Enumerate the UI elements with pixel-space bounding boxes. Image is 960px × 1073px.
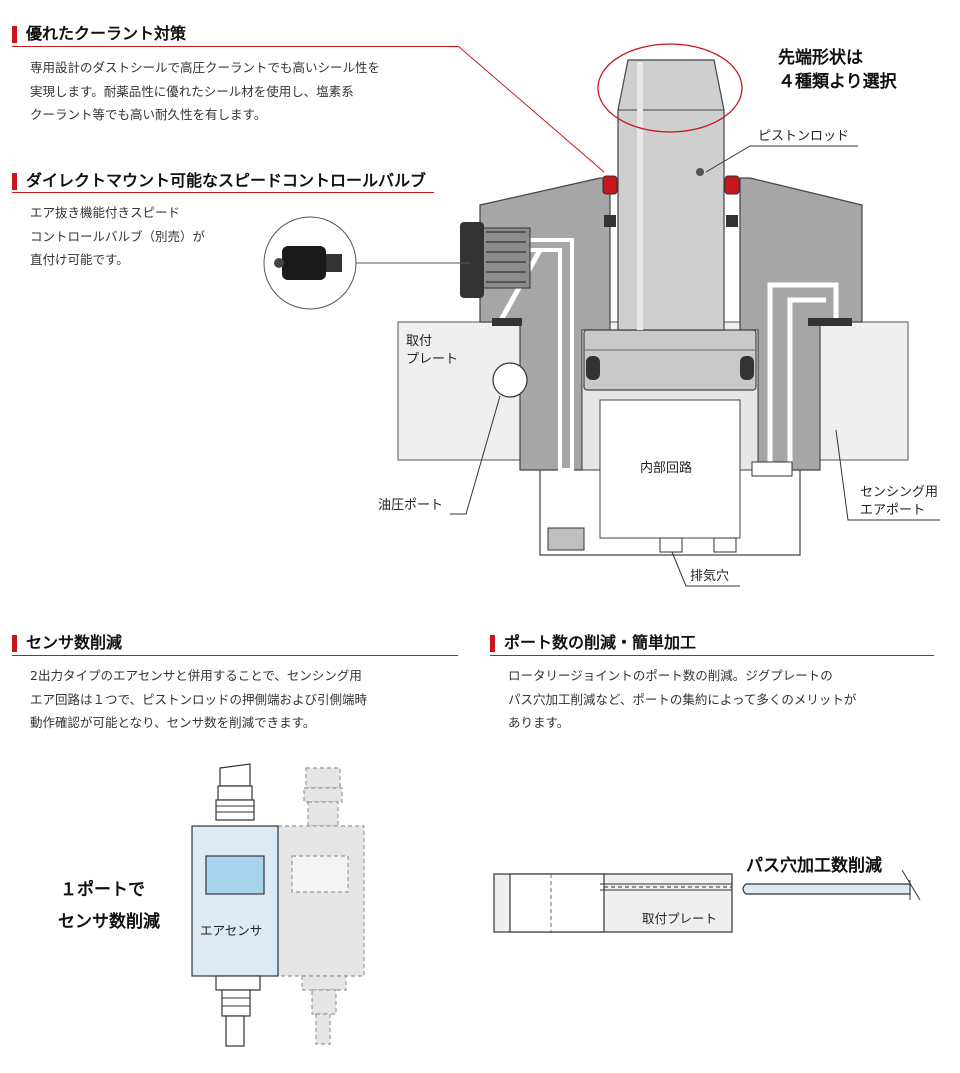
coolant-title-text: 優れたクーラント対策 (26, 24, 187, 43)
ports-line-1: ロータリージョイントのポート数の削減。ジグプレートの (508, 668, 833, 683)
valve-body: エア抜き機能付きスピード コントロールバルブ（別売）が 直付け可能です。 (30, 201, 205, 272)
ports-body: ロータリージョイントのポート数の削減。ジグプレートの パス穴加工削減など、ポート… (508, 664, 856, 735)
tip-shape-label: 先端形状は ４種類より選択 (778, 46, 897, 94)
tip-shape-label-line-1: 先端形状は (778, 48, 863, 68)
valve-line-2: コントロールバルブ（別売）が (30, 228, 206, 244)
title-accent-bar (12, 173, 17, 190)
coolant-body: 専用設計のダストシールで高圧クーラントでも高いシール性を 実現します。耐薬品性に… (30, 56, 380, 127)
ports-title-text: ポート数の削減・簡単加工 (504, 633, 697, 652)
valve-title-text: ダイレクトマウント可能なスピードコントロールバルブ (26, 171, 427, 190)
oil-port-leader (450, 395, 501, 515)
ports-line-2: パス穴加工削減など、ポートの集約によって多くのメリットが (508, 691, 857, 707)
oil-passage (530, 238, 574, 472)
sensor-line-1: 2出力タイプのエアセンサと併用することで、センシング用 (30, 668, 362, 683)
oil-port-ball (492, 362, 528, 398)
coolant-line-1: 専用設計のダストシールで高圧クーラントでも高いシール性を (30, 60, 381, 75)
sensor-caption-line-2: センサ数削減 (58, 912, 160, 932)
piston-seal-left (586, 356, 600, 380)
internal-circuit-label: 内部回路 (640, 461, 693, 476)
tip-shape-label-line-2: ４種類より選択 (778, 72, 897, 92)
sensor-caption-line-1: １ポートで (60, 880, 145, 900)
sensing-port-label-line-2: エアポート (860, 503, 926, 518)
air-sensor-label: エアセンサ (200, 923, 263, 938)
piston-head (583, 329, 757, 391)
speed-valve-body (477, 227, 531, 289)
pass-hole-caption: パス穴加工数削減 (746, 856, 882, 876)
speed-valve-knob (460, 222, 484, 298)
dust-seal-right (724, 175, 740, 195)
dust-seal-left (602, 175, 618, 195)
coolant-line-3: クーラント等でも高い耐久性を有します。 (30, 107, 267, 122)
sensor-line-2: エア回路は１つで、ピストンロッドの押側端および引側端時 (30, 691, 368, 707)
coolant-title-underline (12, 46, 458, 47)
title-accent-bar (12, 26, 17, 43)
mount-plate-label: 取付 プレート (406, 333, 458, 369)
ports-title-underline (490, 655, 934, 656)
sensor-line-3: 動作確認が可能となり、センサ数を削減できます。 (30, 715, 316, 730)
bottom-fitting-left (547, 527, 585, 551)
sensor-caption: １ポートで センサ数削減 (58, 874, 160, 938)
sensor-title-text: センサ数削減 (26, 633, 123, 652)
air-sensor-body (191, 825, 279, 977)
piston-rod-leader (705, 145, 858, 173)
mount-plate-label-line-2: プレート (406, 352, 459, 367)
air-sensor-display (205, 855, 265, 895)
piston-seal-right (740, 356, 754, 380)
exhaust-port (659, 537, 683, 553)
sensing-port-label: センシング用 エアポート (860, 484, 938, 520)
removed-sensor-ghost (277, 767, 365, 1045)
air-sensor-figure (191, 763, 365, 1047)
piston-rod-label: ピストンロッド (758, 129, 850, 144)
valve-line-1: エア抜き機能付きスピード (30, 205, 181, 220)
sensor-body: 2出力タイプのエアセンサと併用することで、センシング用 エア回路は１つで、ピスト… (30, 664, 367, 735)
drill-bit-icon (742, 883, 911, 895)
oil-port-label: 油圧ポート (378, 498, 444, 513)
plate-pass-hole-figure (493, 869, 921, 933)
internal-circuit-block (599, 399, 741, 539)
coolant-line-2: 実現します。耐薬品性に優れたシール材を使用し、塩素系 (30, 83, 354, 99)
air-passage (767, 282, 839, 470)
tip-highlight-ellipse (597, 43, 743, 133)
coolant-leader-line (457, 45, 605, 173)
mount-plate-label-line-1: 取付 (406, 334, 433, 349)
sensing-port-label-line-1: センシング用 (860, 485, 939, 500)
title-accent-bar (12, 635, 17, 652)
piston-rod (617, 59, 725, 331)
valve-title-underline (12, 192, 434, 193)
cylinder-cross-section-diagram (263, 43, 940, 587)
plate-label: 取付プレート (642, 911, 718, 926)
title-accent-bar (490, 635, 495, 652)
exhaust-label: 排気穴 (690, 569, 730, 584)
sensor-title-underline (12, 655, 458, 656)
valve-line-3: 直付け可能です。 (30, 252, 129, 267)
exhaust-leader (671, 551, 740, 587)
sensing-port-leader (835, 429, 940, 521)
ports-line-3: あります。 (508, 715, 570, 730)
